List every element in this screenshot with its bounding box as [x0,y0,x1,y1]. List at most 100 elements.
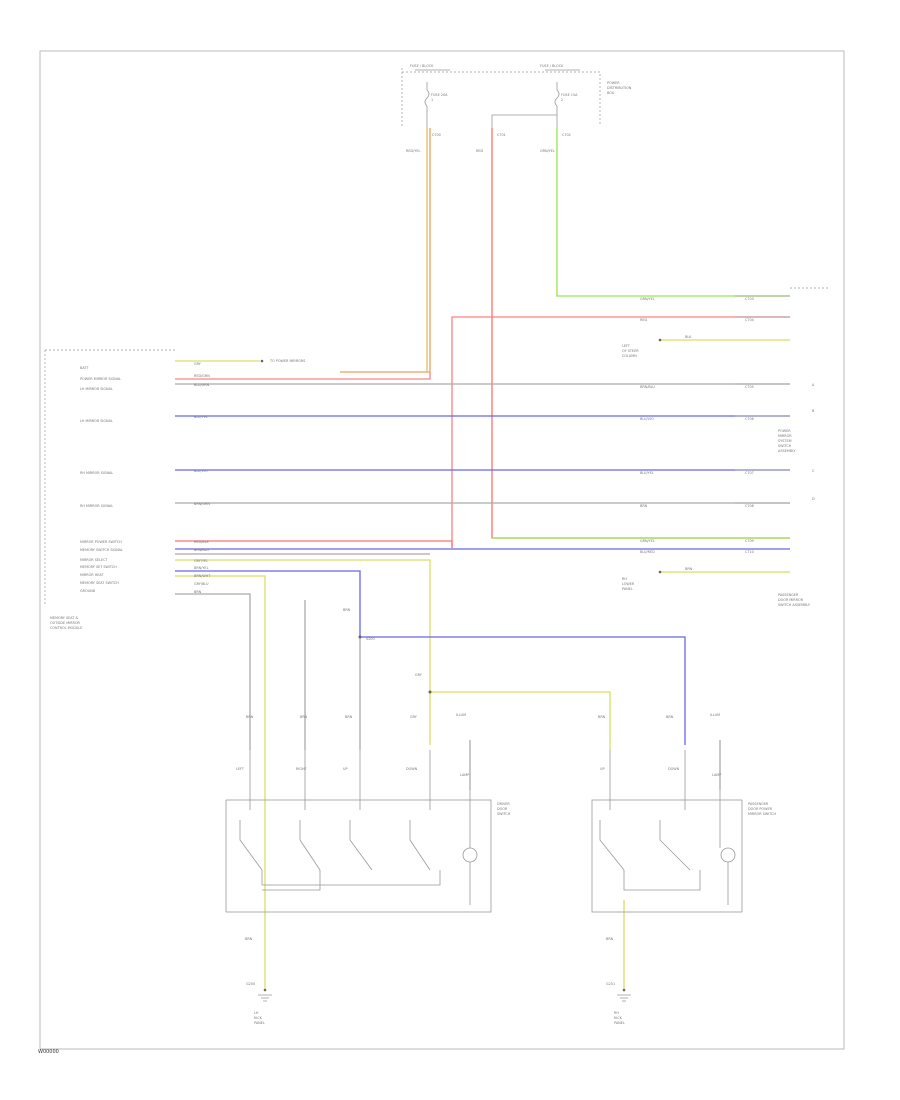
svg-text:POWER: POWER [607,81,620,85]
svg-text:2: 2 [561,98,563,102]
svg-text:BRN: BRN [685,567,693,571]
svg-text:UP: UP [600,767,605,771]
svg-text:C704: C704 [745,318,754,322]
svg-text:KICK: KICK [614,1016,623,1020]
svg-text:MIRROR SWITCH: MIRROR SWITCH [748,812,776,816]
svg-text:BLU/GRN: BLU/GRN [194,383,210,387]
fuse-box: FUSE / BLOCK FUSE / BLOCK POWER DISTRIBU… [401,64,632,153]
svg-text:UP: UP [343,767,348,771]
wire-yellow-cross [430,691,611,750]
svg-text:C703: C703 [745,297,754,301]
svg-text:RH: RH [622,577,627,581]
svg-text:RH: RH [614,1011,619,1015]
svg-text:BRN: BRN [640,504,648,508]
svg-text:MEMORY SEAT SWITCH: MEMORY SEAT SWITCH [80,581,119,585]
svg-text:DRIVER: DRIVER [497,802,510,806]
svg-text:B: B [812,409,815,413]
svg-text:G201: G201 [606,982,615,986]
svg-text:C700: C700 [432,133,441,137]
passenger-switch-assembly: PASSENGER DOOR POWER MIRROR SWITCH BRN B… [591,713,776,913]
svg-text:PASSENGER: PASSENGER [748,802,769,806]
svg-text:MEMORY SET SWITCH: MEMORY SET SWITCH [80,565,117,569]
svg-text:MIRROR SELECT: MIRROR SELECT [80,558,108,562]
svg-text:BLU/YEL: BLU/YEL [640,471,654,475]
svg-text:POWER: POWER [778,429,791,433]
svg-text:KICK: KICK [254,1016,263,1020]
svg-text:BRN/BLU: BRN/BLU [640,385,655,389]
svg-text:BRN/YEL: BRN/YEL [194,566,209,570]
svg-text:MEMORY SWITCH SIGNAL: MEMORY SWITCH SIGNAL [80,548,123,552]
svg-text:BRN/GRN: BRN/GRN [194,502,210,506]
fuse-1-symbol [424,82,430,128]
svg-text:SYSTEM: SYSTEM [778,439,792,443]
svg-text:C702: C702 [562,133,571,137]
svg-text:GRY/YEL: GRY/YEL [194,559,208,563]
wire-red-feed [491,128,790,539]
svg-text:FUSE 20A: FUSE 20A [431,93,448,97]
svg-text:BRN: BRN [343,608,351,612]
svg-text:SWITCH: SWITCH [778,444,792,448]
svg-text:C710: C710 [745,550,754,554]
svg-text:C709: C709 [745,539,754,543]
svg-text:LH MIRROR SIGNAL: LH MIRROR SIGNAL [80,387,113,391]
svg-text:ASSEMBLY: ASSEMBLY [778,449,796,453]
fuse-2-symbol [554,82,560,128]
svg-text:OUTSIDE MIRROR: OUTSIDE MIRROR [50,621,81,625]
svg-text:PASSENGER: PASSENGER [778,593,799,597]
svg-text:DISTRIBUTION: DISTRIBUTION [607,86,632,90]
svg-text:DOWN: DOWN [668,767,680,771]
svg-text:A: A [812,383,815,387]
svg-text:G200: G200 [246,982,255,986]
svg-text:FUSE / BLOCK: FUSE / BLOCK [410,64,434,68]
svg-text:GRN/YEL: GRN/YEL [640,297,655,301]
svg-text:RED/GRN: RED/GRN [194,374,210,378]
svg-text:BRN: BRN [194,590,202,594]
svg-text:FUSE / BLOCK: FUSE / BLOCK [540,64,564,68]
svg-text:RH MIRROR SIGNAL: RH MIRROR SIGNAL [80,471,113,475]
wire-red-top [451,316,790,548]
svg-text:LAMP: LAMP [712,773,721,777]
svg-text:MIRROR: MIRROR [778,434,792,438]
svg-text:BRN: BRN [345,715,353,719]
driver-switch-assembly: DRIVER DOOR SWITCH BRN BRN BRN GRY BRN G… [225,608,511,913]
svg-text:COLUMN: COLUMN [622,354,637,358]
wire-green-feed [556,128,790,297]
svg-text:RED: RED [640,318,647,322]
svg-text:RED: RED [476,149,483,153]
svg-text:DOOR MIRROR: DOOR MIRROR [778,598,804,602]
grounds: BRN BRN G200 G201 LH KICK PANEL RH KICK … [245,937,631,1025]
svg-text:ILLUM: ILLUM [710,713,720,717]
page-frame [39,50,845,1050]
svg-text:LEFT: LEFT [622,344,631,348]
svg-text:BLK: BLK [685,335,692,339]
svg-text:GRY/BLU: GRY/BLU [194,582,209,586]
svg-text:C708: C708 [745,504,754,508]
svg-text:BLU/YEL: BLU/YEL [194,415,208,419]
svg-text:C705: C705 [745,385,754,389]
figure-ref: W00000 [38,1049,59,1055]
svg-text:CONTROL MODULE: CONTROL MODULE [50,626,82,630]
svg-text:C706: C706 [745,417,754,421]
svg-text:BRN: BRN [606,937,614,941]
svg-text:GRN/YEL: GRN/YEL [540,149,555,153]
svg-text:ILLUM: ILLUM [456,713,466,717]
svg-text:BRN: BRN [300,715,308,719]
svg-text:RED/BLK: RED/BLK [194,540,209,544]
svg-text:DOOR: DOOR [497,807,508,811]
control-module: MEMORY SEAT & OUTSIDE MIRROR CONTROL MOD… [44,349,305,630]
svg-text:GROUND: GROUND [80,589,96,593]
svg-text:LH: LH [254,1011,259,1015]
wire-red-bottom [175,540,453,548]
svg-text:BOX: BOX [607,91,615,95]
right-connectors: GRN/YEL RED BRN/BLU BLU/VIO BLU/YEL BRN … [640,287,830,607]
svg-text:GRY: GRY [410,715,418,719]
svg-text:1: 1 [431,98,433,102]
svg-text:RIGHT: RIGHT [296,767,308,771]
svg-text:GRY: GRY [415,673,423,677]
svg-text:GRN/YEL: GRN/YEL [640,539,655,543]
svg-text:RH MIRROR SIGNAL: RH MIRROR SIGNAL [80,504,113,508]
svg-text:MIRROR POWER SWITCH: MIRROR POWER SWITCH [80,540,122,544]
svg-text:BRN: BRN [598,715,606,719]
svg-text:PANEL: PANEL [254,1021,265,1025]
